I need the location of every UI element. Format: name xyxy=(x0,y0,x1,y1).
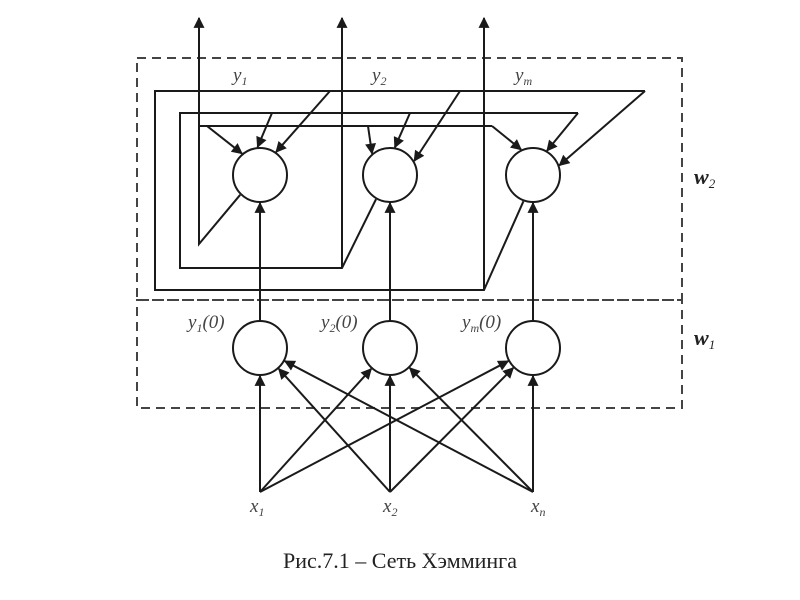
input-2-to-neuron-1 xyxy=(278,367,391,493)
connections xyxy=(206,90,646,493)
input-label-2: x2 xyxy=(382,496,397,519)
output-label-2: y2 xyxy=(370,65,386,88)
output-label-m: ym xyxy=(513,65,532,88)
input-label-n: xn xyxy=(530,496,545,519)
feedback-loop-1 xyxy=(193,16,241,247)
output-label-1: y1 xyxy=(231,65,247,88)
upper-neuron-3 xyxy=(505,147,561,203)
initial-output-label-1: y1(0) xyxy=(186,312,225,335)
input-1-to-neuron-3 xyxy=(259,360,510,493)
fb-3-2 xyxy=(413,90,461,162)
input-3-to-neuron-2 xyxy=(408,367,534,493)
weight-label-w1: w1 xyxy=(694,325,715,352)
layer-w1-box xyxy=(136,299,683,409)
weight-label-w2: w2 xyxy=(694,164,716,191)
layer-w2-box xyxy=(136,57,683,301)
fb-3-3 xyxy=(558,90,646,167)
fb-2-2 xyxy=(393,112,411,149)
feedback-loop-3 xyxy=(154,90,645,291)
fb-2-3 xyxy=(546,112,579,152)
fb-2-1 xyxy=(256,112,273,149)
input-label-1: x1 xyxy=(249,496,264,519)
feedback-loop-2 xyxy=(179,112,578,269)
input-1-to-neuron-2 xyxy=(259,367,372,493)
input-3-to-neuron-1 xyxy=(283,360,534,493)
initial-output-label-m: ym(0) xyxy=(460,312,501,335)
initial-output-label-2: y2(0) xyxy=(319,312,358,335)
fb-1-1 xyxy=(206,125,243,155)
fb-3-1 xyxy=(275,90,331,153)
lower-neuron-2 xyxy=(362,320,418,376)
lower-neuron-1 xyxy=(232,320,288,376)
neurons xyxy=(232,147,561,376)
figure-caption: Рис.7.1 – Сеть Хэмминга xyxy=(283,548,517,573)
feedback-loops xyxy=(154,16,645,291)
fb-1-3 xyxy=(491,125,523,151)
lower-neuron-3 xyxy=(505,320,561,376)
upper-neuron-1 xyxy=(232,147,288,203)
fb-1-2 xyxy=(365,125,377,155)
upper-neuron-2 xyxy=(362,147,418,203)
input-2-to-neuron-3 xyxy=(389,367,515,493)
